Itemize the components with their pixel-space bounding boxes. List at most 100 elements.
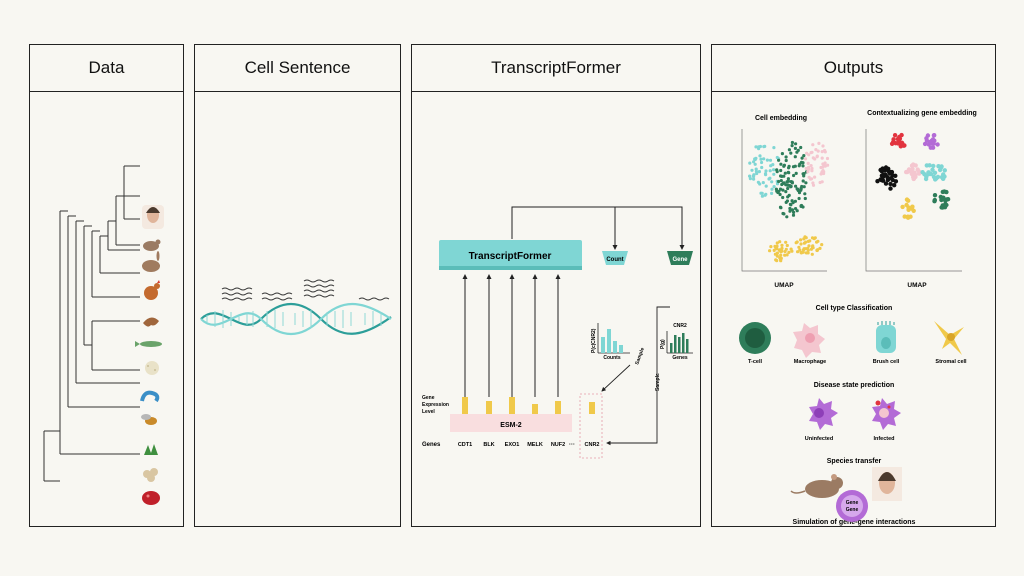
umap-point [781, 181, 785, 185]
umap-point [820, 180, 824, 184]
umap-point [785, 215, 789, 219]
umap-point [799, 186, 803, 191]
umap-point [910, 204, 915, 209]
svg-text:Infected: Infected [873, 436, 894, 442]
umap-point [754, 167, 758, 171]
umap-point [770, 187, 774, 191]
umap-point [765, 158, 769, 162]
umap-point [778, 192, 782, 197]
umap-point [804, 166, 808, 171]
umap-point [774, 187, 778, 191]
umap-point [893, 173, 898, 178]
umap-point [775, 241, 779, 245]
umap-point [788, 206, 792, 211]
umap-point [893, 141, 898, 146]
umap-point [783, 253, 787, 257]
umap-point [813, 175, 817, 179]
gene-embedding-title: Contextualizing gene embedding [867, 110, 977, 117]
dna-helix [200, 279, 392, 335]
umap-point [760, 191, 764, 195]
umap-point [810, 177, 814, 181]
umap-point [807, 153, 811, 157]
umap-point [768, 249, 772, 253]
umap-point [910, 166, 915, 172]
umap-point [793, 155, 797, 159]
umap-point [888, 181, 893, 187]
umap-point [891, 137, 896, 142]
umap-point [818, 246, 822, 250]
umap-point [791, 213, 796, 217]
gene-gene-title: Simulation of gene-gene interactions [793, 519, 916, 526]
umap-point [754, 169, 758, 174]
umap-point [761, 181, 765, 185]
fish-icon [135, 341, 162, 347]
svg-text:CNR2: CNR2 [673, 323, 687, 329]
umap-point [777, 179, 781, 184]
umap-point [943, 202, 948, 207]
umap-point [757, 170, 761, 174]
umap-point [790, 208, 795, 212]
umap-point [790, 144, 794, 148]
umap-point [807, 167, 811, 171]
umap-point [806, 246, 810, 250]
umap-point [802, 172, 806, 176]
umap-point [779, 174, 783, 178]
umap-point [768, 169, 772, 173]
umap-point [930, 167, 935, 172]
umap-point [787, 250, 791, 254]
svg-text:MELK: MELK [527, 442, 543, 448]
umap-point [883, 165, 889, 170]
umap-point [826, 163, 830, 167]
umap-point [885, 175, 890, 180]
umap-point [801, 164, 805, 168]
umap-point [806, 170, 810, 174]
svg-text:Gene Expression Le: Gene Expression Level [422, 395, 450, 415]
umap-point [932, 193, 938, 198]
umap-point [799, 160, 804, 164]
svg-text:P(c|CNR2): P(c|CNR2) [591, 328, 597, 353]
umap-point [807, 175, 811, 179]
svg-text:ESM-2: ESM-2 [500, 422, 522, 429]
macrophage-icon [793, 323, 825, 358]
umap-point [775, 168, 779, 172]
umap-point [783, 171, 787, 175]
outputs-panel: Outputs Cell embedding Contextualizing g… [711, 44, 996, 527]
umap-point [932, 199, 937, 204]
umap-point [802, 154, 806, 158]
umap-point [753, 162, 757, 166]
umap-point [893, 179, 899, 184]
umap-point [938, 165, 944, 170]
cell-type-title: Cell type Classification [816, 305, 893, 312]
umap-point [794, 142, 798, 146]
umap-point [778, 240, 782, 244]
umap-point [753, 157, 757, 161]
svg-text:···: ··· [569, 442, 575, 448]
umap-point [797, 164, 801, 168]
umap-point [823, 150, 827, 154]
umap-point [786, 177, 790, 181]
umap-point [785, 243, 789, 248]
umap-point [792, 173, 796, 178]
umap-point [781, 188, 785, 192]
umap-point [906, 198, 911, 203]
umap-point [788, 209, 792, 213]
svg-text:P(g): P(g) [660, 339, 666, 349]
umap-point [774, 258, 778, 262]
umap-point [782, 174, 786, 178]
umap-point [807, 244, 811, 248]
umap-point [785, 199, 789, 203]
umap-point [754, 145, 758, 149]
umap-point [784, 240, 788, 244]
brush-cell-icon [876, 321, 896, 353]
umap-point [780, 152, 784, 156]
umap-point [795, 240, 799, 244]
umap-point [922, 172, 927, 177]
umap-point [911, 208, 916, 213]
outputs-diagram: Cell embedding Contextualizing gene embe… [739, 110, 977, 526]
stromal-cell-icon [934, 321, 964, 355]
umap-point [941, 195, 946, 200]
umap-point [944, 197, 949, 202]
umap-point [803, 196, 807, 201]
plant-icon [144, 444, 158, 455]
lizard-icon [143, 317, 159, 327]
